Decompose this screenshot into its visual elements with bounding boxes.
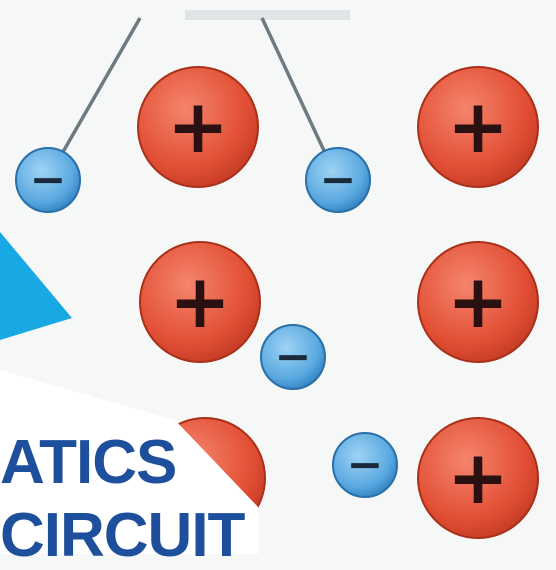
positive-sign: + xyxy=(447,435,509,521)
negative-sign: − xyxy=(347,440,384,491)
positive-ion: + xyxy=(418,242,538,362)
positive-sign: + xyxy=(167,84,229,170)
negative-electron: − xyxy=(261,325,325,389)
negative-sign: − xyxy=(320,155,357,206)
top-faint-text xyxy=(185,10,350,20)
positive-ion: + xyxy=(138,67,258,187)
positive-ion: + xyxy=(418,67,538,187)
negative-electron: − xyxy=(333,433,397,497)
positive-sign: + xyxy=(447,259,509,345)
negative-sign: − xyxy=(275,332,312,383)
positive-sign: + xyxy=(169,259,231,345)
positive-ion: + xyxy=(418,418,538,538)
positive-sign: + xyxy=(447,84,509,170)
negative-electron: − xyxy=(306,148,370,212)
positive-ion: + xyxy=(140,242,260,362)
wire-right xyxy=(262,18,334,172)
headline-line-1: ATICS xyxy=(0,432,176,494)
arrow-accent xyxy=(0,232,72,340)
negative-electron: − xyxy=(16,148,80,212)
negative-sign: − xyxy=(30,155,67,206)
headline-line-2: CIRCUIT xyxy=(0,505,244,567)
